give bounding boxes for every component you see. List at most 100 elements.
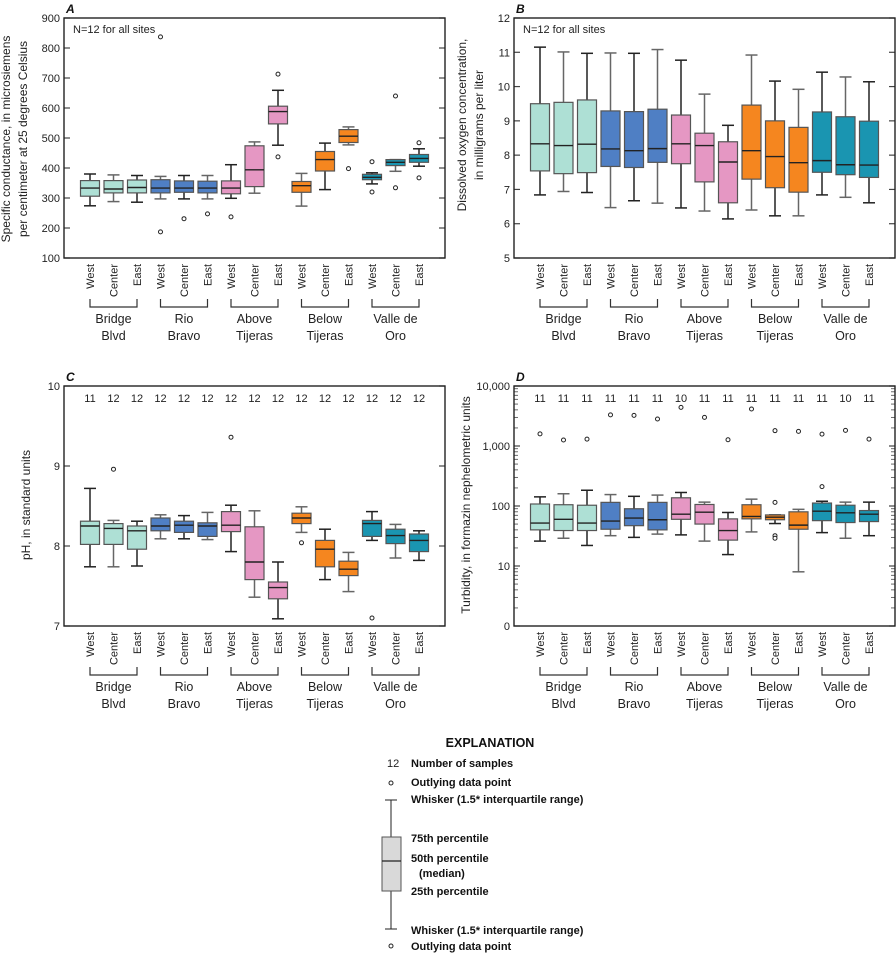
outlier-point bbox=[631, 412, 637, 418]
group-bracket bbox=[230, 299, 279, 308]
group-label: Tijeras bbox=[686, 329, 723, 343]
site-label: West bbox=[226, 264, 238, 289]
group-label: Bridge bbox=[95, 312, 131, 326]
site-label: East bbox=[203, 632, 215, 654]
box-below-tijeras-west bbox=[291, 506, 312, 546]
box-above-tijeras-west bbox=[670, 59, 692, 209]
panel-letter: B bbox=[516, 2, 525, 16]
site-label: Center bbox=[770, 632, 782, 665]
outlier-point bbox=[111, 466, 116, 472]
legend-outlier-marker-top bbox=[388, 780, 394, 786]
group-bracket bbox=[89, 667, 138, 676]
outlier-point bbox=[299, 540, 304, 546]
iqr-box bbox=[79, 520, 101, 546]
sample-count: 10 bbox=[839, 393, 851, 405]
iqr-box bbox=[835, 116, 856, 176]
iqr-box bbox=[173, 180, 195, 193]
outlier-point bbox=[393, 93, 398, 99]
legend-count-example: 12 bbox=[387, 758, 399, 770]
outlier-point bbox=[369, 615, 375, 621]
sample-count: 11 bbox=[652, 393, 663, 405]
legend-q1-label: 25th percentile bbox=[411, 886, 489, 898]
site-label: West bbox=[747, 632, 759, 657]
box-rio-bravo-center bbox=[173, 174, 195, 222]
group-label: Above bbox=[687, 680, 722, 694]
y-tick-label: 400 bbox=[42, 163, 60, 175]
group-label: Bravo bbox=[168, 329, 201, 343]
site-label: Center bbox=[559, 632, 571, 665]
box-above-tijeras-center bbox=[244, 141, 265, 194]
group-bracket bbox=[609, 299, 659, 308]
box-above-tijeras-east bbox=[267, 561, 289, 620]
box-below-tijeras-center bbox=[314, 528, 336, 581]
box-above-tijeras-east bbox=[717, 124, 739, 220]
outlier-point bbox=[819, 431, 825, 437]
site-label: East bbox=[414, 264, 426, 286]
site-label: East bbox=[794, 632, 806, 654]
iqr-box bbox=[150, 517, 171, 532]
y-tick-label: 0 bbox=[504, 621, 510, 633]
iqr-box bbox=[197, 522, 218, 537]
group-bracket bbox=[371, 299, 420, 308]
site-label: East bbox=[864, 632, 876, 654]
iqr-box bbox=[788, 511, 809, 530]
iqr-box bbox=[291, 180, 312, 193]
sample-count: 11 bbox=[746, 393, 757, 405]
outlier-point bbox=[369, 159, 375, 165]
box-valle-de-oro-west bbox=[811, 71, 833, 196]
site-label: West bbox=[535, 632, 547, 657]
site-label: Center bbox=[391, 632, 403, 665]
box-below-tijeras-east bbox=[788, 88, 809, 217]
iqr-box bbox=[314, 150, 336, 172]
iqr-box bbox=[600, 501, 621, 530]
y-tick-label: 800 bbox=[42, 43, 60, 55]
group-label: Valle de bbox=[823, 680, 867, 694]
iqr-box bbox=[385, 528, 406, 545]
site-label: West bbox=[156, 632, 168, 657]
group-label: Bridge bbox=[545, 312, 581, 326]
box-bridge-blvd-east bbox=[576, 52, 598, 194]
group-bracket bbox=[89, 299, 138, 308]
sample-count: 11 bbox=[84, 393, 95, 405]
box-valle-de-oro-west bbox=[811, 431, 833, 534]
outlier-point bbox=[655, 416, 660, 422]
iqr-box bbox=[220, 180, 242, 195]
box-below-tijeras-east bbox=[338, 126, 359, 172]
iqr-box bbox=[103, 522, 124, 545]
site-label: East bbox=[723, 632, 735, 654]
site-label: West bbox=[85, 632, 97, 657]
legend-median-sub-label: (median) bbox=[419, 868, 465, 880]
outlier-point bbox=[772, 535, 778, 541]
box-below-tijeras-center bbox=[764, 428, 786, 541]
box-rio-bravo-center bbox=[623, 52, 645, 202]
box-below-tijeras-west bbox=[741, 54, 762, 211]
group-label: Rio bbox=[175, 680, 194, 694]
sample-count: 11 bbox=[816, 393, 827, 405]
iqr-box bbox=[788, 126, 809, 193]
iqr-box bbox=[600, 110, 621, 168]
outlier-point bbox=[749, 406, 754, 412]
sample-note: N=12 for all sites bbox=[523, 24, 606, 36]
group-label: Oro bbox=[835, 697, 856, 711]
sample-count: 12 bbox=[319, 393, 331, 405]
iqr-box bbox=[858, 120, 880, 179]
iqr-box bbox=[741, 104, 762, 180]
iqr-box bbox=[670, 497, 692, 520]
group-label: Tijeras bbox=[306, 697, 343, 711]
box-rio-bravo-east bbox=[647, 416, 668, 535]
outlier-point bbox=[181, 216, 187, 222]
box-above-tijeras-center bbox=[694, 414, 715, 542]
group-label: Rio bbox=[625, 312, 644, 326]
sample-count: 12 bbox=[131, 393, 143, 405]
sample-count: 11 bbox=[605, 393, 616, 405]
group-label: Below bbox=[308, 312, 343, 326]
group-label: Oro bbox=[835, 329, 856, 343]
site-label: Center bbox=[770, 264, 782, 297]
group-label: Above bbox=[687, 312, 722, 326]
iqr-box bbox=[150, 179, 171, 194]
box-valle-de-oro-west bbox=[361, 510, 383, 621]
group-bracket bbox=[159, 667, 209, 676]
